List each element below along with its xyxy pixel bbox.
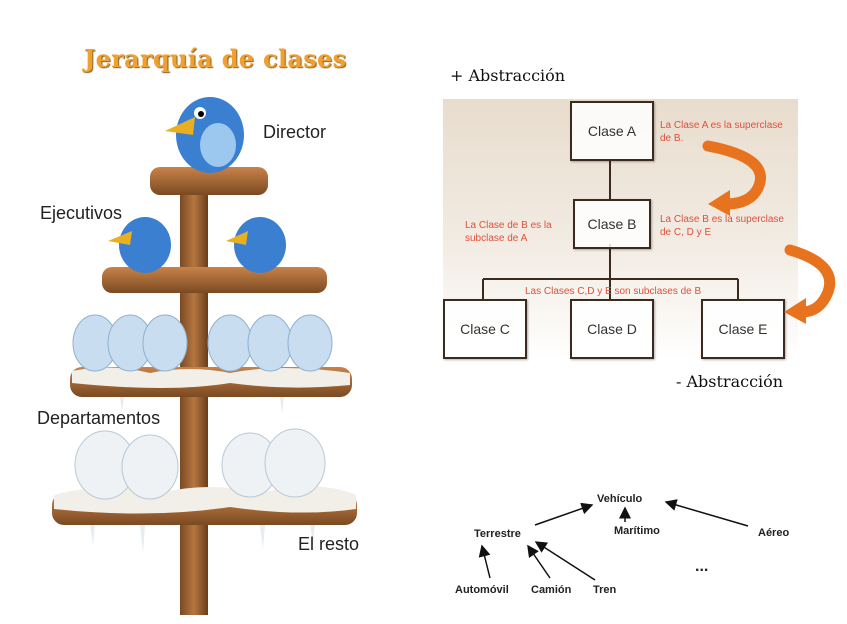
department-birds xyxy=(72,314,333,372)
director-bird xyxy=(165,97,244,173)
vehicle-automovil: Automóvil xyxy=(455,584,509,596)
label-departamentos: Departamentos xyxy=(37,408,161,428)
curved-arrow-icon xyxy=(702,140,766,216)
note-b-superclass: La Clase B es la superclase de C, D y E xyxy=(660,214,784,238)
executive-birds xyxy=(108,217,286,273)
label-ejecutivos: Ejecutivos xyxy=(40,203,123,223)
branch-director xyxy=(150,167,268,195)
class-d-box: Clase D xyxy=(570,299,654,359)
vehicle-root: Vehículo xyxy=(597,493,643,505)
class-hierarchy-diagram: Clase A Clase B Clase C Clase D Clase E … xyxy=(443,99,798,359)
label-el-resto: El resto xyxy=(298,534,360,554)
branch-ejecutivos xyxy=(102,267,327,293)
vehicle-aereo: Aéreo xyxy=(758,527,790,539)
vehicle-maritimo: Marítimo xyxy=(614,525,660,537)
frozen-birds xyxy=(74,428,326,500)
note-b-subclass: La Clase de B es la subclase de A xyxy=(465,220,552,244)
page-title: Jerarquía de clases xyxy=(84,44,347,73)
hierarchy-connectors xyxy=(482,159,739,299)
label-director: Director xyxy=(263,122,327,142)
curved-arrow-icon-2 xyxy=(784,244,836,324)
vehicle-camion: Camión xyxy=(531,584,572,596)
note-a-superclass: La Clase A es la superclase de B. xyxy=(660,120,783,144)
vehicle-connectors xyxy=(478,499,749,581)
class-b-box: Clase B xyxy=(573,199,651,249)
vehicle-ellipsis: ... xyxy=(695,558,709,575)
less-abstraction-label: - Abstracción xyxy=(676,372,784,391)
birds-hierarchy-illustration xyxy=(52,97,357,615)
more-abstraction-label: + Abstracción xyxy=(450,66,566,85)
class-e-box: Clase E xyxy=(701,299,785,359)
class-c-box: Clase C xyxy=(443,299,527,359)
vehicle-tren: Tren xyxy=(593,584,617,596)
note-cde-subclasses: Las Clases C,D y E son subclases de B xyxy=(525,286,702,297)
class-a-box: Clase A xyxy=(570,101,654,161)
vehicle-terrestre: Terrestre xyxy=(474,528,521,540)
